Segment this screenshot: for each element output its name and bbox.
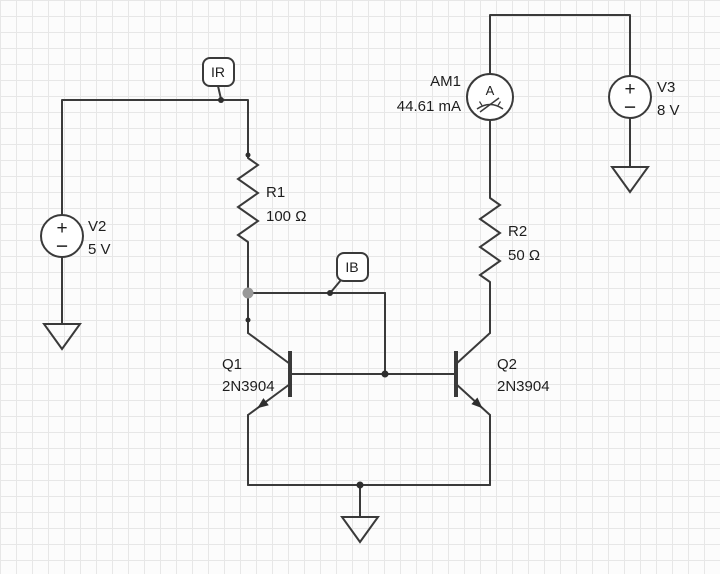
source-circle[interactable] (40, 214, 84, 258)
probe-box[interactable] (202, 57, 235, 87)
q2-part: 2N3904 (497, 378, 550, 395)
voltage-source-v2[interactable]: + − V2 5 V (40, 214, 111, 258)
plus-icon: + (56, 218, 67, 239)
am1-value: 44.61 mA (397, 98, 461, 115)
transistor-q1[interactable]: Q1 2N3904 (222, 332, 292, 416)
collector-lead[interactable] (455, 332, 491, 365)
resistor-r2[interactable]: R2 50 Ω (478, 197, 540, 283)
ammeter-am1[interactable]: A AM1 44.61 mA (397, 73, 514, 121)
transistor-q2[interactable]: Q2 2N3904 (454, 332, 550, 416)
ammeter-letter: A (486, 83, 495, 98)
junction-dot (356, 481, 364, 489)
junction-dot (245, 317, 251, 323)
r1-value: 100 Ω (266, 208, 306, 225)
wires (61, 14, 631, 518)
probe-pointer (217, 85, 222, 100)
probe-ib[interactable]: IB (330, 252, 369, 293)
minus-icon: − (56, 235, 68, 258)
junction-dot (381, 370, 389, 378)
minus-icon: − (624, 96, 636, 119)
ground-icon[interactable] (42, 323, 82, 351)
q1-label: Q1 (222, 356, 242, 373)
junction-dot (327, 290, 333, 296)
junction-dot (218, 97, 224, 103)
r1-label: R1 (266, 184, 285, 201)
resistor-r1[interactable]: R1 100 Ω (236, 157, 306, 243)
q2-label: Q2 (497, 356, 517, 373)
probe-pointer (330, 279, 342, 293)
v2-value: 5 V (88, 241, 111, 258)
emitter-arrow-icon (257, 398, 269, 409)
emitter-arrow-icon (471, 397, 483, 409)
meter-tick (497, 101, 502, 106)
wire[interactable] (489, 14, 631, 77)
ground-icon[interactable] (610, 166, 650, 194)
junction-dots (218, 97, 389, 489)
resistor-zigzag[interactable] (236, 157, 260, 243)
q1-part: 2N3904 (222, 378, 275, 395)
emitter-lead[interactable] (455, 383, 491, 416)
voltage-source-v3[interactable]: + − V3 8 V (608, 75, 680, 119)
source-circle[interactable] (608, 75, 652, 119)
collector-lead[interactable] (247, 332, 291, 365)
plus-icon: + (624, 79, 635, 100)
wire[interactable] (61, 99, 249, 215)
probe-box[interactable] (336, 252, 369, 282)
meter-tick (478, 101, 483, 106)
r2-value: 50 Ω (508, 247, 540, 264)
v3-label: V3 (657, 79, 675, 96)
meter-needle (479, 97, 500, 113)
resistor-zigzag[interactable] (478, 197, 502, 283)
junction-dot (245, 152, 251, 158)
v3-value: 8 V (657, 102, 680, 119)
r2-label: R2 (508, 223, 527, 240)
ground-icon[interactable] (340, 516, 380, 544)
node-dot[interactable] (242, 287, 254, 299)
probe-ir[interactable]: IR (202, 57, 235, 100)
probe-ib-label: IB (345, 259, 358, 275)
am1-label: AM1 (430, 73, 461, 90)
probe-ir-label: IR (211, 64, 225, 80)
emitter-lead[interactable] (247, 383, 291, 416)
v2-label: V2 (88, 218, 106, 235)
